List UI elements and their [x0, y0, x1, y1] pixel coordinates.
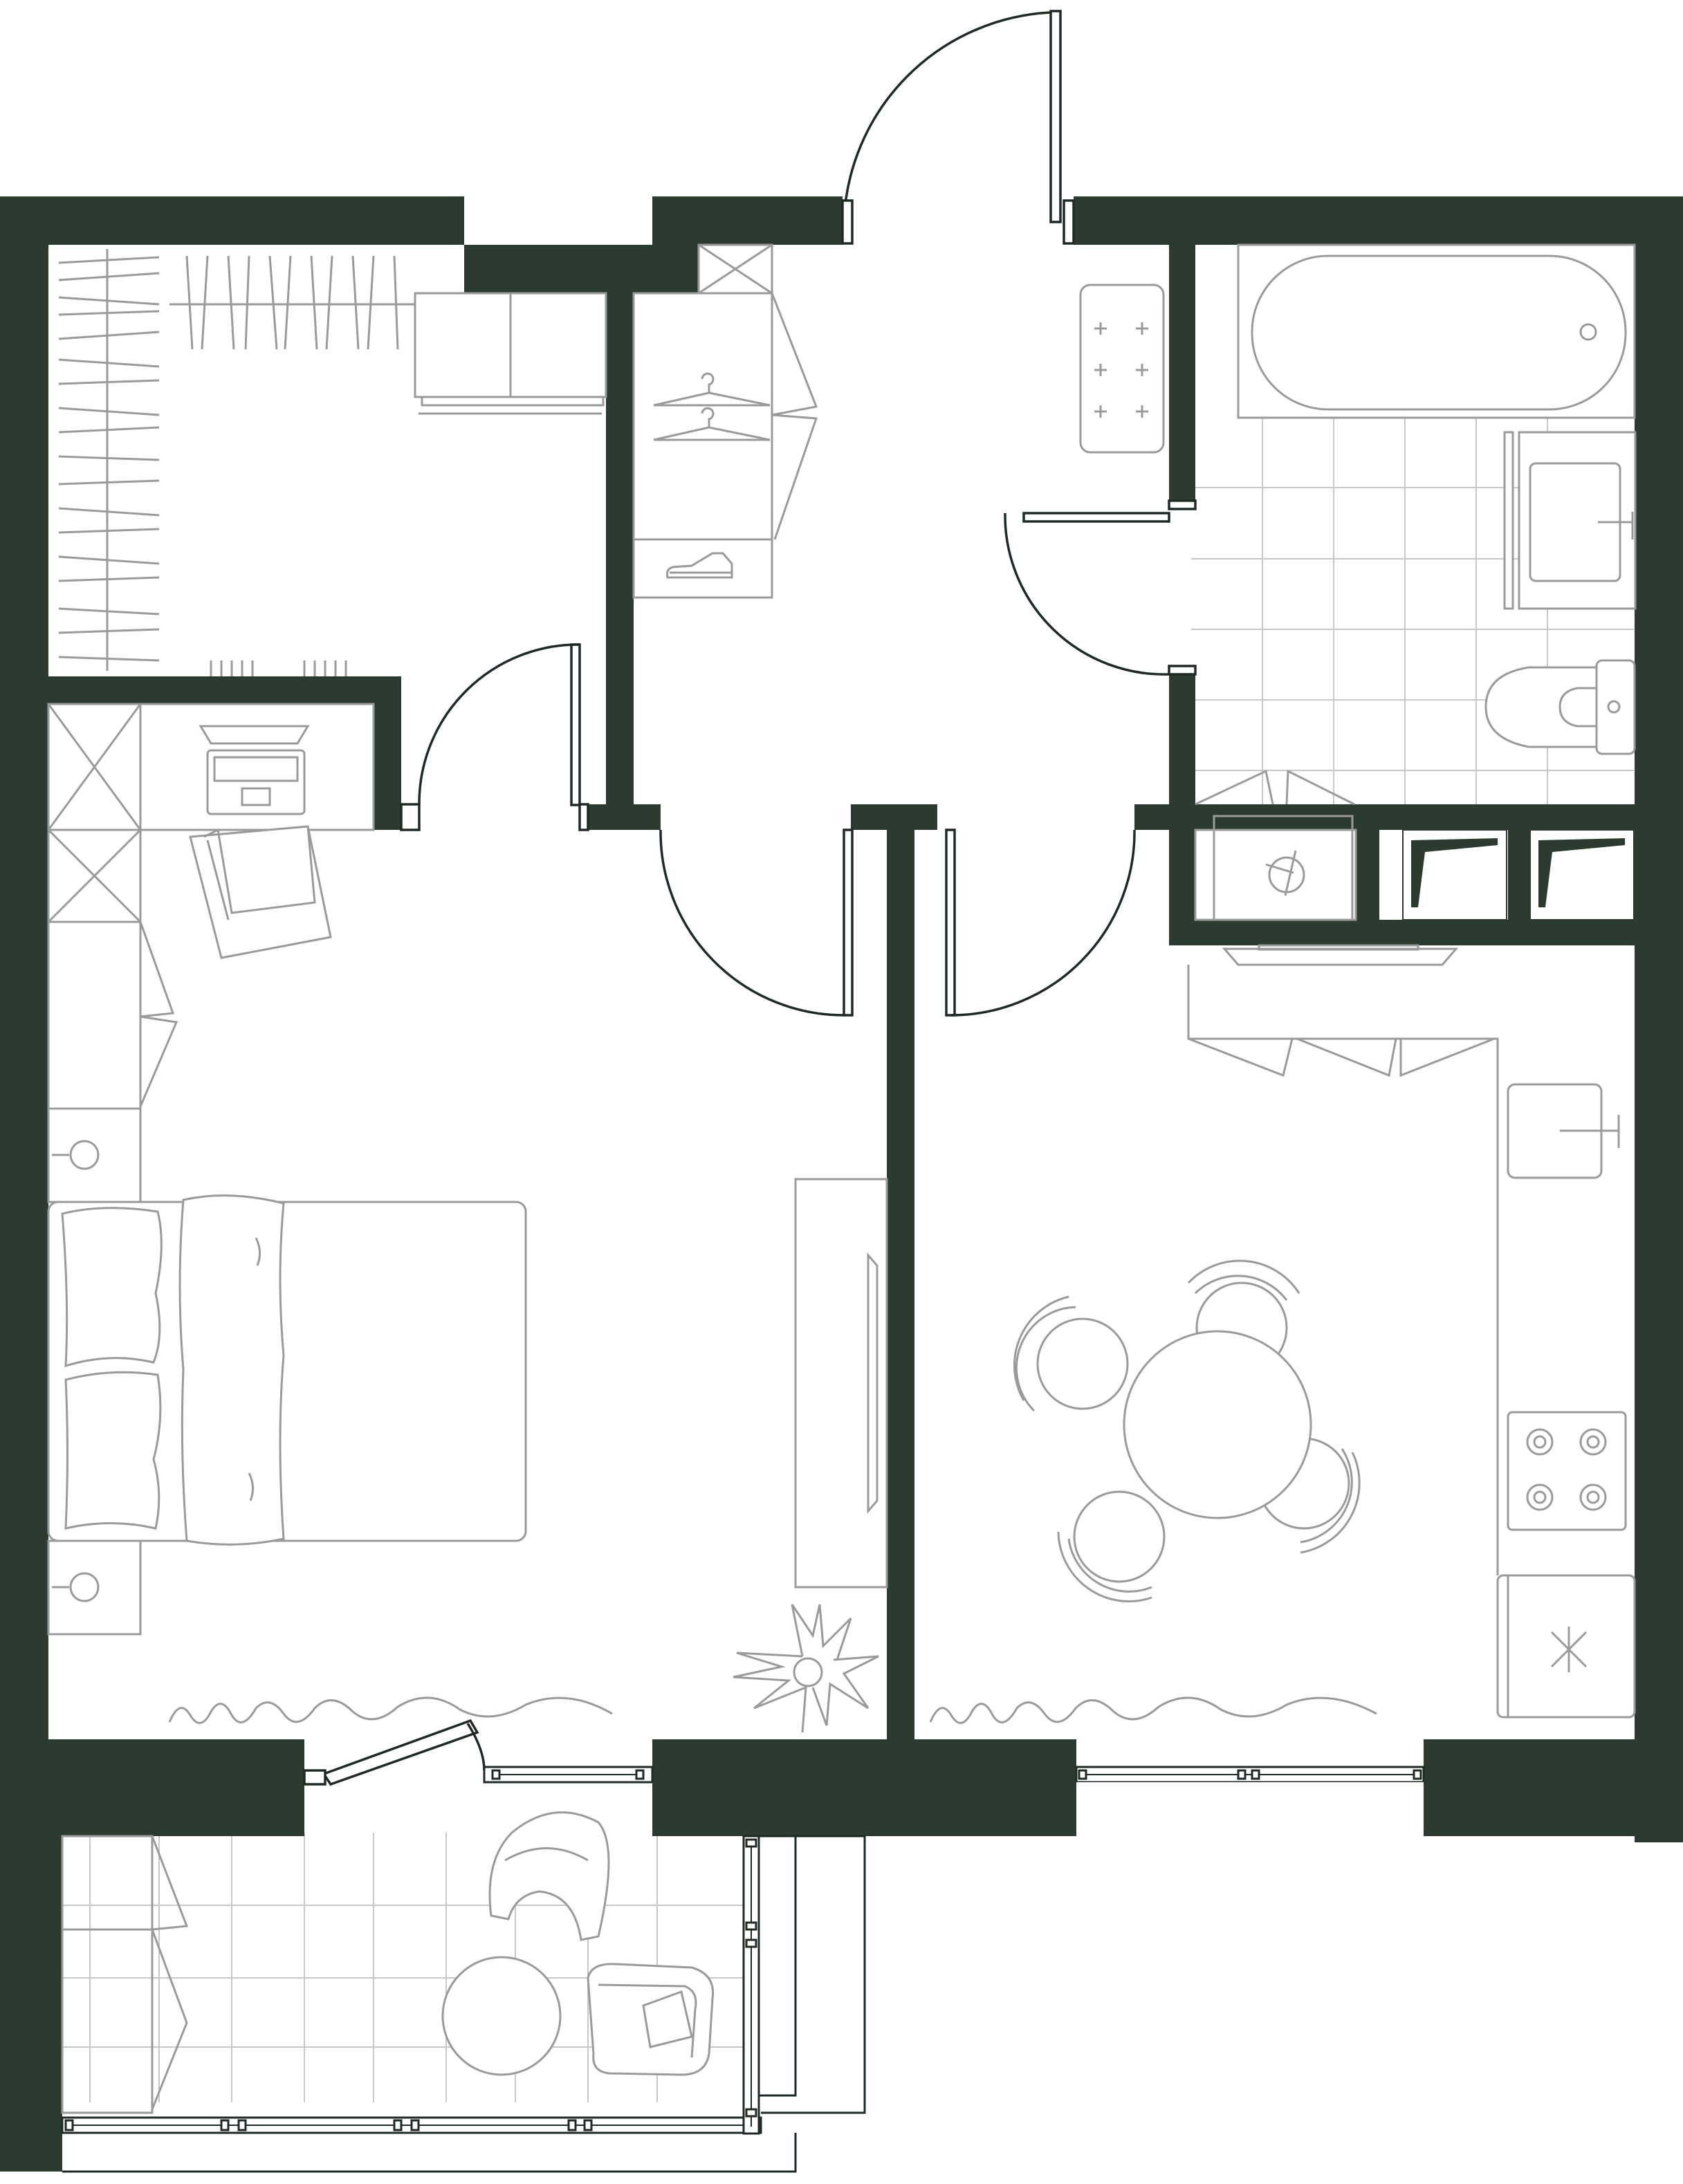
coffee-table-icon [441, 1956, 562, 2076]
hallway-wardrobe-icon [632, 243, 818, 599]
bed-icon [47, 1194, 527, 1546]
dining-table-icon [1013, 1259, 1361, 1602]
chair-icon [1057, 1490, 1166, 1602]
balcony-door-icon[interactable] [303, 1719, 486, 1786]
hanger-icon [653, 372, 771, 441]
wardrobe-rack-icon [58, 249, 415, 676]
tv-stand-icon [794, 1178, 888, 1589]
plant-icon [733, 1604, 879, 1733]
wardrobe-bedroom-door-icon[interactable] [659, 829, 854, 1017]
wardrobe-shelf-icon [414, 292, 607, 415]
kitchen-cabinet-icon [1187, 965, 1499, 1575]
radiator-icon [1079, 284, 1165, 454]
cooktop-icon [1507, 1411, 1627, 1531]
entrance-door-icon[interactable] [841, 10, 1075, 245]
bedroom-radiator-icon [168, 1696, 613, 1724]
loggia-cabinet-icon [61, 1835, 189, 2114]
bedroom-wardrobe-icon [47, 829, 178, 1110]
armchair-icon [488, 1811, 610, 1941]
sink-icon [1503, 431, 1637, 610]
armchair-icon [189, 825, 332, 959]
chair-icon [1013, 1295, 1129, 1412]
tv-icon [1222, 944, 1459, 966]
kitchen-radiator-icon [929, 1696, 1377, 1724]
desk-icon [47, 703, 375, 831]
shoe-icon [665, 552, 733, 579]
bathroom-door-icon[interactable] [1004, 499, 1197, 676]
bedroom-door-icon[interactable] [400, 643, 589, 831]
ventilation-shafts [1402, 829, 1635, 920]
laptop-icon [199, 725, 310, 815]
washing-machine-icon [1194, 769, 1357, 921]
walls [0, 196, 1683, 2172]
armchair-icon [587, 1963, 715, 2076]
kitchen-sink-icon [1507, 1083, 1620, 1179]
kitchen-door-icon[interactable] [945, 829, 1136, 1017]
toilet-icon [1484, 659, 1636, 755]
fridge-icon [1496, 1574, 1636, 1719]
window-icon [61, 1766, 1425, 2173]
bathtub-icon [1237, 243, 1636, 419]
